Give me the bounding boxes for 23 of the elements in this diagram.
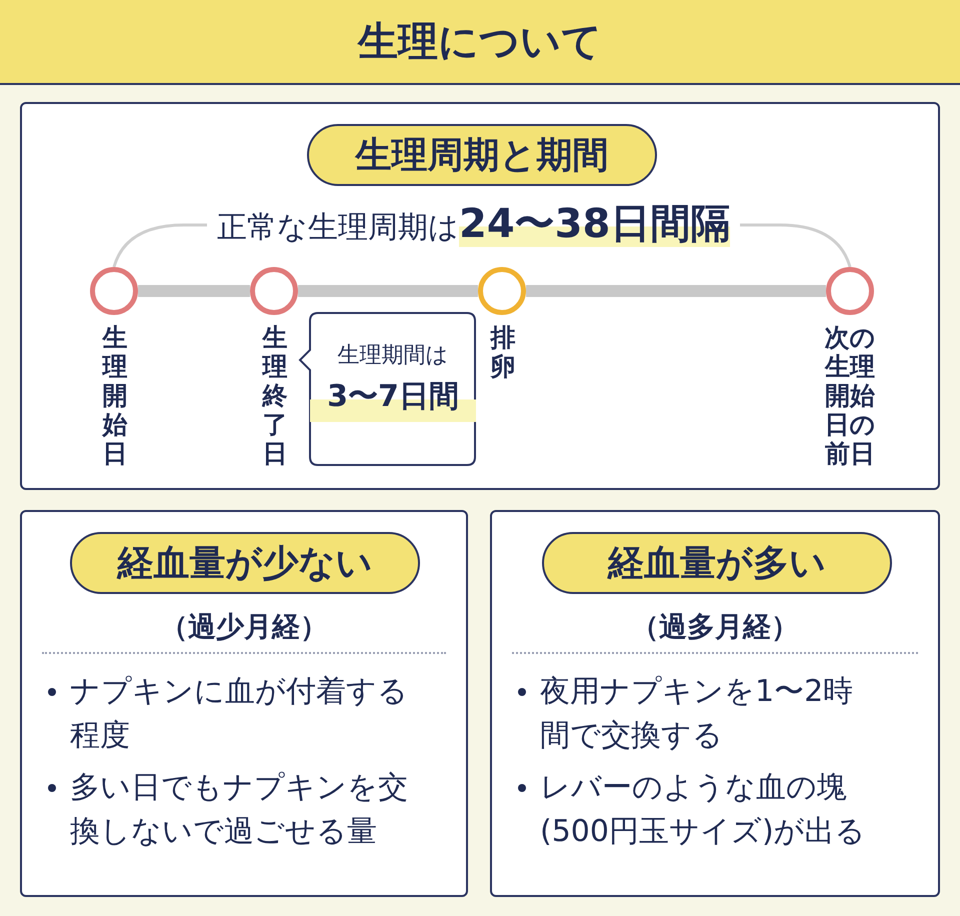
bullet-text: 夜用ナプキンを1〜2時間で交換する xyxy=(540,674,854,753)
heading-pill: 生理周期と期間 xyxy=(307,124,657,186)
period-circle xyxy=(90,267,138,315)
bullet-text: 多い日でもナプキンを交換しないで過ごせる量 xyxy=(70,770,408,849)
bullet-text: レバーのような血の塊(500円玉サイズ)が出る xyxy=(540,770,866,849)
subtitle: （過少月経） xyxy=(159,609,329,645)
point-label: 生理開始日 xyxy=(100,323,128,468)
point-label: 排卵 xyxy=(489,323,516,381)
timeline-bar xyxy=(138,285,250,297)
ovulation-circle xyxy=(478,267,526,315)
heading-pill: 経血量が多い xyxy=(542,532,892,594)
period-circle xyxy=(826,267,874,315)
callout-text: 生理期間は xyxy=(336,342,450,370)
subtitle: （過多月経） xyxy=(630,609,800,645)
timeline-bar xyxy=(526,285,826,297)
heading-pill: 経血量が少ない xyxy=(70,532,420,594)
period-circle xyxy=(250,267,298,315)
timeline-bar xyxy=(298,285,478,297)
panel xyxy=(20,102,940,490)
title-band: 生理について xyxy=(0,0,960,85)
point-label: 次の生理開始日の前日 xyxy=(824,323,876,468)
bullet-text: ナプキンに血が付着する程度 xyxy=(70,674,408,753)
point-label: 生理終了日 xyxy=(260,323,288,468)
